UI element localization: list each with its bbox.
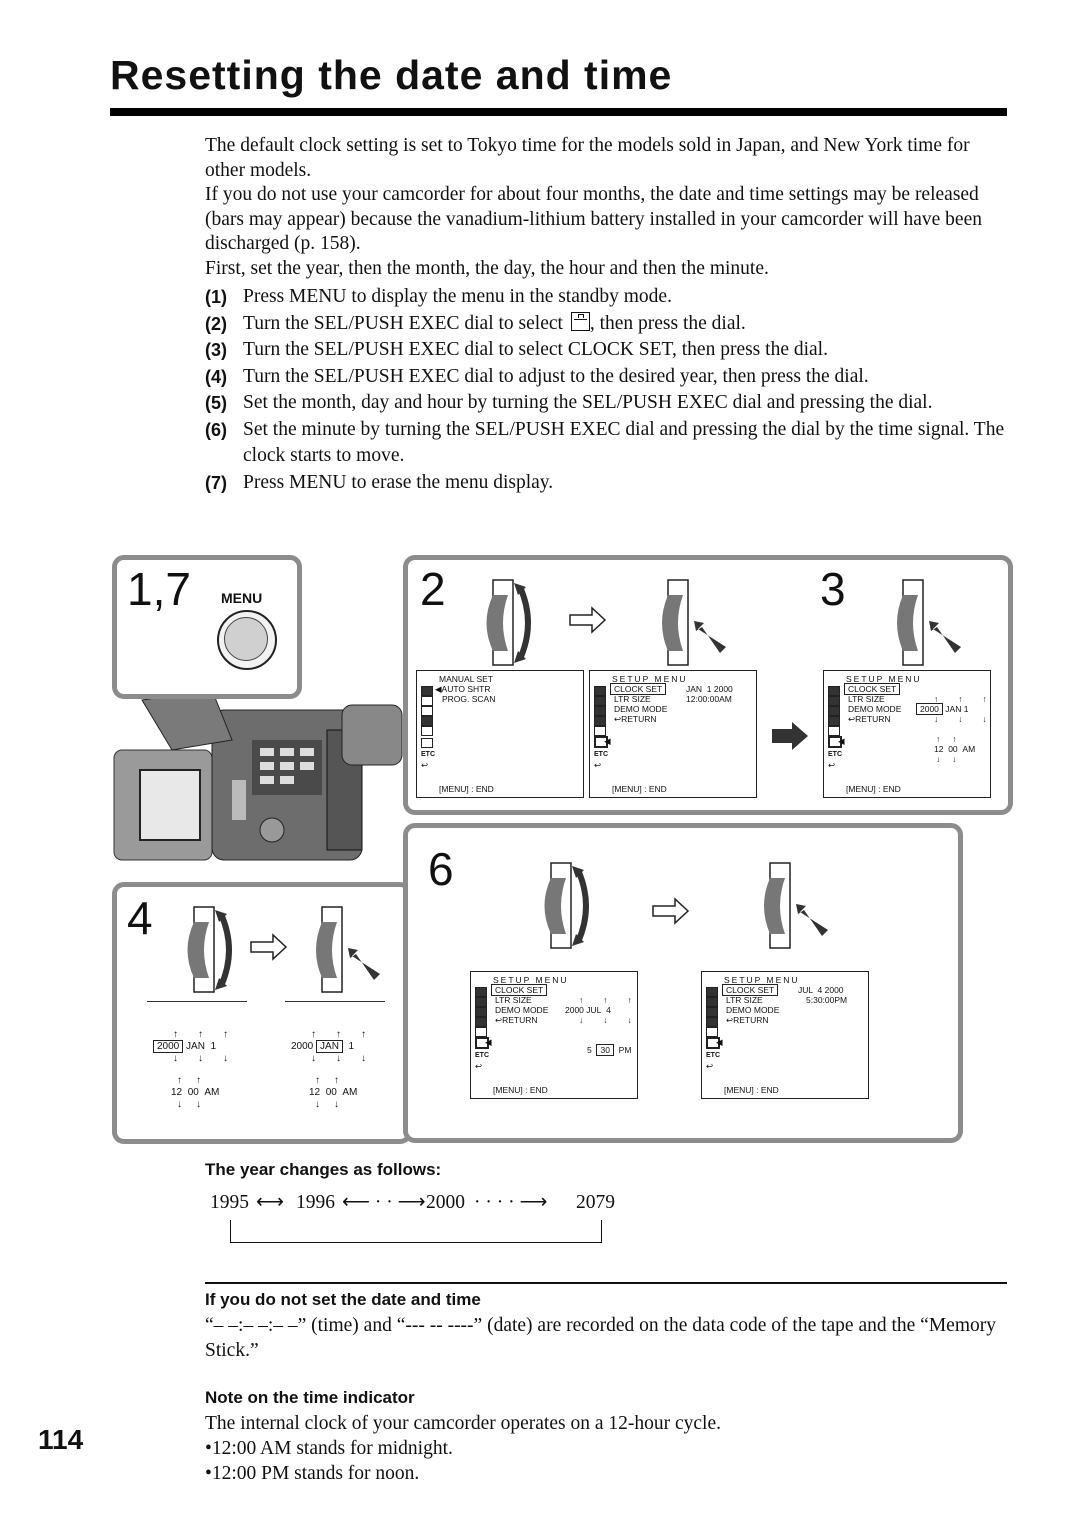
panel-step-4: 4 ↑↑↑ 2000 JAN 1 ↓↓↓ ↑↑ 12 00 AM ↓↓ ↑↑↑ … [112,882,412,1144]
year-cycle-diagram: 1995 ⟷ 1996 ⟵ · · ⟶ 2000 · · · · ⟶ 2079 [210,1190,630,1250]
lcd-step-4b: ↑↑↑ 2000 JAN 1 ↓↓↓ ↑↑ 12 00 AM ↓↓ [287,1027,397,1117]
note-bullet-midnight: •12:00 AM stands for midnight. [205,1438,453,1459]
panel-steps-2-3: 2 3 MANUAL SET ETC ↩ ◀AUTO SHTR PROG. SC… [403,555,1013,815]
year-changes-heading: The year changes as follows: [205,1160,442,1179]
page-number: 114 [38,1424,84,1455]
panel-2-label: 2 [420,563,446,615]
panel-6-label: 6 [428,843,454,895]
year-1996: 1996 [296,1192,335,1213]
intro-paragraph-3: First, set the year, then the month, the… [205,257,769,279]
panel-step-6: 6 SETUP MENU ◀ ETC ↩ CLOCK SET LTR SIZE … [403,823,963,1143]
wrap-around-arrow [230,1220,602,1243]
intro-text: The default clock setting is set to Toky… [205,134,1010,281]
step-3: (3)Turn the SEL/PUSH EXEC dial to select… [205,339,828,360]
setup-menu-icon [570,311,590,331]
no-set-text: “– –:– –:– –” (time) and “--- -- ----” (… [205,1315,996,1361]
menu-button[interactable] [217,610,277,670]
panel-4-label: 4 [127,892,153,944]
step-5: (5)Set the month, day and hour by turnin… [205,392,933,413]
panel-3-label: 3 [820,563,846,615]
dial-press-icon [316,906,380,993]
ellipsis-double-arrow-icon: ⟵ · · ⟶ [342,1192,426,1213]
year-2079: 2079 [576,1192,615,1213]
arrow-right-filled-icon [772,722,808,750]
year-2000: 2000 [426,1192,465,1213]
lcd-step-6b: SETUP MENU ◀ ETC ↩ CLOCK SET LTR SIZE DE… [701,971,869,1099]
panel-step-1-7: 1,7 MENU [112,555,302,699]
page-title: Resetting the date and time [110,52,673,98]
intro-paragraph-1: The default clock setting is set to Toky… [205,135,970,181]
step-1: (1)Press MENU to display the menu in the… [205,286,672,307]
step-7: (7)Press MENU to erase the menu display. [205,471,554,493]
lcd-manual-set: MANUAL SET ETC ↩ ◀AUTO SHTR PROG. SCAN [… [416,670,584,798]
note-heading: Note on the time indicator [205,1388,415,1407]
menu-button-label: MENU [221,590,263,606]
lcd-step-6a: SETUP MENU ◀ ETC ↩ CLOCK SET LTR SIZE DE… [470,971,638,1099]
double-arrow-icon: ⟷ [256,1192,284,1213]
arrow-right-icon [250,933,288,961]
lcd-step-3: SETUP MENU ◀ ETC ↩ CLOCK SET LTR SIZE DE… [823,670,991,798]
ellipsis-arrow-icon: · · · · ⟶ [474,1192,548,1213]
dial-rotate-icon [187,906,232,993]
section-divider [205,1282,1007,1284]
dial-press-icon [897,579,961,666]
no-set-heading: If you do not set the date and time [205,1290,481,1309]
dial-rotate-icon [486,579,531,666]
panel-label: 1,7 [127,563,191,615]
camcorder-illustration [112,680,412,880]
arrow-right-icon [569,606,607,634]
step-6: (6)Set the minute by turning the SEL/PUS… [205,418,1005,467]
note-bullet-noon: •12:00 PM stands for noon. [205,1463,420,1484]
steps-list: (1)Press MENU to display the menu in the… [205,284,1010,496]
dial-press-icon [662,579,726,666]
step-4: (4)Turn the SEL/PUSH EXEC dial to adjust… [205,365,869,387]
lcd-setup-menu: SETUP MENU ◀ ETC ↩ CLOCK SET LTR SIZE DE… [589,670,757,798]
arrow-right-icon [652,897,690,925]
dial-rotate-icon [544,862,589,949]
intro-paragraph-2: If you do not use your camcorder for abo… [205,184,982,254]
lcd-step-4a: ↑↑↑ 2000 JAN 1 ↓↓↓ ↑↑ 12 00 AM ↓↓ [149,1027,259,1117]
note-text: The internal clock of your camcorder ope… [205,1413,721,1434]
step-2: (2)Turn the SEL/PUSH EXEC dial to select… [205,311,746,334]
title-rule [110,108,1007,116]
year-1995: 1995 [210,1192,249,1213]
dial-press-icon [764,862,828,949]
